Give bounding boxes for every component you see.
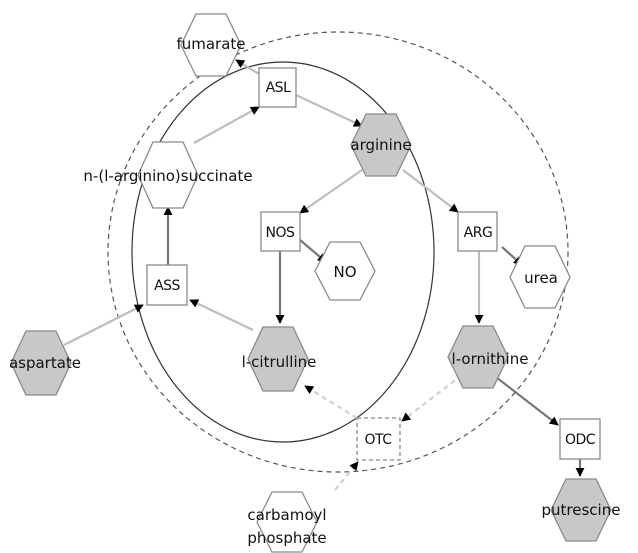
nos-label: NOS [266, 225, 295, 241]
aspartate-node [10, 330, 72, 396]
odc-box [559, 418, 601, 460]
edge-asl-to-fumarate [235, 59, 260, 75]
citrulline-label: l-citrulline [242, 353, 317, 371]
otc-label: OTC [364, 432, 392, 448]
putrescine-node [550, 478, 612, 542]
argininosuccinate-label: n-(l-arginino)succinate [83, 167, 252, 185]
arg-box [457, 211, 498, 252]
edge-asl-to-arginine [295, 94, 363, 127]
outer-compartment-dashed-circle [107, 31, 569, 473]
argininosuccinate-node [137, 141, 199, 209]
metabolite-labels: fumarate arginine n-(l-arginino)succinat… [9, 35, 621, 547]
fumarate-node [180, 13, 242, 77]
putrescine-label: putrescine [542, 501, 621, 519]
edge-otc-to-citrulline [304, 385, 358, 419]
enzyme-nodes [146, 67, 601, 461]
edges [63, 59, 585, 491]
edge-ornithine-to-odc [491, 373, 559, 426]
nos-box [260, 211, 301, 252]
urea-label: urea [524, 269, 558, 287]
edge-arginine-to-nos [299, 169, 363, 214]
edge-arginine-to-arg [402, 169, 459, 213]
carbamoyl-phosphate-node [256, 491, 318, 553]
asl-label: ASL [266, 80, 291, 96]
ass-label: ASS [154, 278, 180, 294]
otc-box [356, 417, 401, 461]
ass-box [146, 264, 188, 306]
edge-carbamoyl-to-otc [334, 461, 359, 491]
arginine-label: arginine [350, 136, 411, 154]
arginine-node [350, 113, 412, 177]
edge-ornithine-to-otc [401, 374, 463, 422]
edge-citrulline-to-ass [189, 299, 254, 331]
no-label: NO [333, 263, 356, 281]
arg-label: ARG [464, 225, 493, 241]
enzyme-labels: ASL NOS ARG ASS OTC ODC [154, 80, 596, 448]
no-node [314, 241, 376, 301]
carbamoyl-label: carbamoyl [247, 506, 326, 524]
odc-label: ODC [565, 432, 596, 448]
edge-argininosuccinate-to-asl [193, 106, 260, 144]
metabolite-nodes [10, 13, 612, 553]
aspartate-label: aspartate [9, 354, 81, 372]
edge-aspartate-to-ass [63, 304, 144, 346]
urea-node [509, 245, 571, 309]
citrulline-node [247, 326, 309, 392]
ornithine-node [447, 325, 509, 389]
fumarate-label: fumarate [176, 35, 245, 53]
asl-box [258, 67, 297, 108]
inner-compartment-ellipse [131, 61, 435, 443]
ornithine-label: l-ornithine [452, 350, 529, 368]
phosphate-label: phosphate [247, 529, 326, 547]
